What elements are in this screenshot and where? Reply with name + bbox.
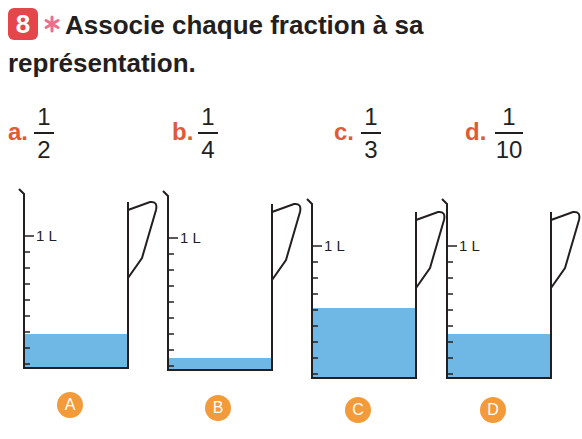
exercise-title: Associe chaque fraction à sa représentat… (8, 6, 538, 82)
jug-drawing (441, 198, 582, 384)
graduation (447, 373, 453, 375)
graduation (312, 357, 318, 359)
graduation (24, 363, 30, 365)
denominator: 4 (188, 136, 228, 163)
answer-letter: A (65, 396, 76, 414)
answer-circle: B (205, 395, 231, 421)
jug-drawing (162, 190, 308, 376)
graduation (24, 315, 30, 317)
graduation (168, 349, 174, 351)
item-letter: b. (172, 118, 193, 146)
jug-handle (272, 204, 300, 280)
answer-letter: B (213, 399, 224, 417)
callout-number: 8 (16, 9, 30, 39)
graduation (24, 235, 34, 237)
graduation (168, 365, 174, 367)
numerator: 1 (489, 103, 529, 130)
capacity-label: 1 L (324, 237, 345, 255)
answer-letter: C (352, 401, 364, 419)
denominator: 10 (489, 136, 529, 163)
graduation (312, 373, 318, 375)
jug-drawing (306, 198, 452, 384)
numerator: 1 (351, 103, 391, 130)
graduation (168, 237, 178, 239)
water (25, 334, 128, 368)
fraction-bar (34, 132, 523, 134)
answer-circle: C (345, 397, 371, 423)
graduation (447, 293, 453, 295)
graduation (24, 347, 30, 349)
graduation (312, 309, 318, 311)
graduation (447, 357, 453, 359)
graduation (24, 331, 30, 333)
graduation (24, 267, 30, 269)
jug-outline (19, 189, 128, 368)
graduation (447, 309, 453, 311)
capacity-label: 1 L (36, 227, 57, 245)
graduation (168, 269, 174, 271)
graduation (312, 261, 318, 263)
jug-outline (163, 191, 272, 370)
graduation (312, 245, 322, 247)
graduation (168, 301, 174, 303)
graduation (312, 341, 318, 343)
graduation (447, 341, 453, 343)
numerator: 1 (24, 103, 64, 130)
item-letter: a. (8, 118, 28, 146)
graduation (168, 253, 174, 255)
measuring-jug: 1 L (306, 198, 452, 384)
water (313, 308, 416, 378)
exercise-number: 8 (8, 8, 38, 40)
jug-handle (128, 202, 156, 278)
measuring-jug: 1 L (162, 190, 308, 376)
jug-outline (307, 199, 416, 378)
item-letter: d. (465, 118, 486, 146)
graduation (168, 317, 174, 319)
jug-drawing (18, 188, 164, 374)
graduation (312, 277, 318, 279)
graduation (447, 277, 453, 279)
numerator: 1 (188, 103, 228, 130)
graduation (312, 325, 318, 327)
star (46, 17, 58, 31)
graduation (312, 293, 318, 295)
jug-handle (416, 212, 444, 288)
measuring-jug: 1 L (18, 188, 164, 374)
graduation (24, 299, 30, 301)
item-letter: c. (334, 118, 354, 146)
graduation (24, 251, 30, 253)
answer-letter: D (487, 401, 499, 419)
denominator: 3 (351, 136, 391, 163)
answer-circle: A (57, 392, 83, 418)
graduation (168, 333, 174, 335)
graduation (447, 261, 453, 263)
graduation (447, 325, 453, 327)
water (448, 334, 551, 378)
capacity-label: 1 L (180, 229, 201, 247)
graduation (24, 283, 30, 285)
jug-outline (442, 199, 551, 378)
water (169, 358, 272, 370)
answer-circle: D (480, 397, 506, 423)
graduation (168, 285, 174, 287)
jug-handle (551, 212, 579, 288)
measuring-jug: 1 L (441, 198, 582, 384)
graduation (447, 245, 457, 247)
capacity-label: 1 L (459, 237, 480, 255)
denominator: 2 (24, 136, 64, 163)
